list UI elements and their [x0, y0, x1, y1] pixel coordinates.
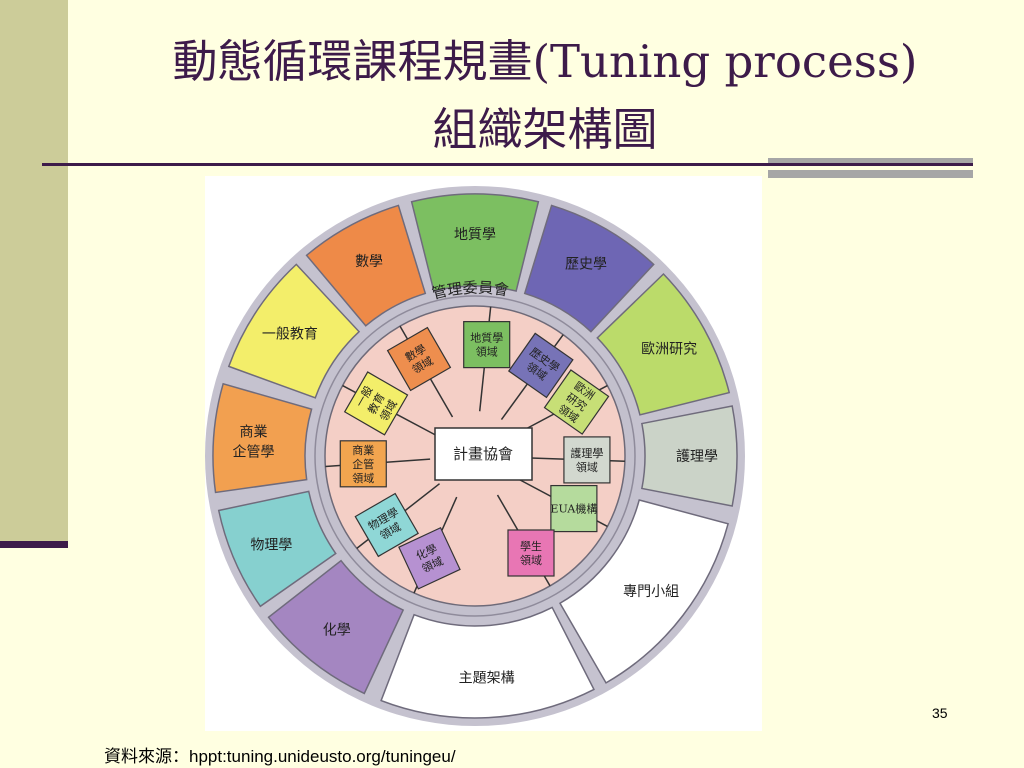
- outer-segment-label: 物理學: [250, 538, 292, 554]
- center-box: [434, 427, 533, 481]
- outer-segment-label: 護理學: [676, 449, 718, 465]
- inner-box-rect: [354, 492, 419, 558]
- inner-box-rect: [386, 326, 452, 392]
- left-decor-bar: [0, 0, 68, 545]
- center-label: 計畫協會: [453, 445, 513, 463]
- outer-segment-6: [380, 606, 595, 719]
- outer-segment-label: 商業企管學: [233, 425, 275, 461]
- outer-segment-4: [640, 405, 738, 507]
- outer-segment-label: 地質學: [454, 227, 496, 243]
- organization-chart-image: 地質學歷史學歐洲研究護理學專門小組主題架構 化學 物理學 商業企管學 一般教育 數學 地質…: [205, 176, 762, 731]
- inner-box: 護理學領域: [563, 436, 611, 484]
- outer-segment-label: 化學: [323, 623, 351, 639]
- outer-segment-label: 一般教育: [262, 326, 318, 342]
- inner-box: 化學領域: [398, 526, 461, 590]
- inner-box-rect: [550, 484, 598, 533]
- inner-box: 物理學領域: [354, 492, 419, 558]
- inner-box-label: 地質學領域: [470, 331, 503, 359]
- inner-box-rect: [563, 436, 611, 484]
- inner-box: EUA機構: [550, 484, 598, 533]
- inner-box-rect: [343, 371, 409, 436]
- inner-box: 歐洲研究領域: [543, 369, 610, 435]
- slide-subtitle: 組織架構圖: [432, 103, 658, 156]
- source-citation: 資料來源：hppt:tuning.unideusto.org/tuningeu/: [104, 747, 456, 766]
- inner-box-label: 護理學領域: [570, 446, 603, 474]
- title-rule-accent: [768, 158, 973, 166]
- inner-box-rect: [339, 440, 387, 488]
- outer-segment-7: [267, 559, 405, 695]
- outer-segment-label: 歐洲研究: [641, 341, 697, 357]
- inner-box-rect: [463, 321, 511, 369]
- inner-box-label: 商業企管領域: [352, 443, 374, 485]
- inner-box-rect: [543, 369, 610, 435]
- outer-segment-9: [212, 382, 313, 494]
- outer-segment-2: [523, 204, 655, 333]
- inner-box-label: EUA機構: [550, 502, 597, 516]
- outer-segment-3: [596, 272, 731, 416]
- inner-box: 地質學領域: [463, 321, 511, 369]
- inner-box-rect: [507, 332, 574, 399]
- title-rule: [42, 163, 973, 166]
- outer-segment-8: [217, 490, 337, 608]
- inner-box: 數學領域: [386, 326, 452, 392]
- outer-segment-label: 歷史學: [565, 257, 607, 273]
- inner-box: 商業企管領域: [339, 440, 387, 488]
- inner-box: 學生領域: [507, 529, 555, 577]
- inner-box: 歷史學領域: [507, 332, 574, 399]
- outer-segment-1: [410, 193, 540, 292]
- outer-segment-label: 數學: [355, 254, 383, 270]
- title-rule-accent-2: [768, 170, 973, 178]
- slide-title: 動態循環課程規畫(Tuning process): [172, 35, 918, 88]
- page-number: 35: [932, 705, 948, 721]
- inner-box: 一般教育領域: [343, 371, 409, 436]
- outer-segment-5: [558, 499, 729, 684]
- inner-box-rect: [507, 529, 555, 577]
- outer-segment-10: [227, 263, 361, 399]
- outer-segment-label: 專門小組: [623, 584, 679, 600]
- inner-box-rect: [398, 526, 461, 590]
- outer-segment-11: [305, 204, 427, 327]
- outer-segment-label: 主題架構: [459, 671, 515, 687]
- left-decor-bar-cap: [0, 541, 68, 548]
- inner-box-label: 學生領域: [520, 539, 542, 567]
